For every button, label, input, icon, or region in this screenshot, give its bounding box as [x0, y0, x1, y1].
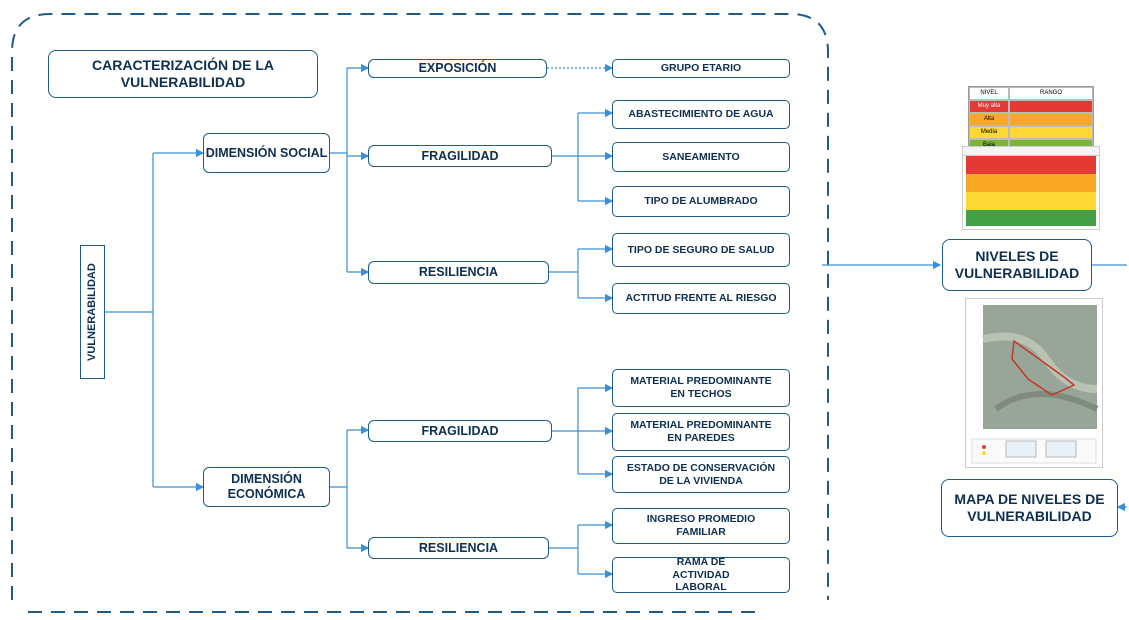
- node-param-grupo-etario: GRUPO ETARIO: [612, 59, 790, 78]
- param-label: MATERIAL PREDOMINANTE EN TECHOS: [630, 375, 772, 400]
- node-param-actitud-frente-riesgo: ACTITUD FRENTE AL RIESGO: [612, 283, 790, 314]
- node-param-tipo-seguro-salud: TIPO DE SEGURO DE SALUD: [612, 233, 790, 267]
- factor-label: RESILIENCIA: [418, 540, 499, 555]
- node-factor-resiliencia-social: RESILIENCIA: [368, 261, 549, 284]
- param-label: ABASTECIMIENTO DE AGUA: [628, 108, 774, 121]
- node-param-saneamiento: SANEAMIENTO: [612, 142, 790, 172]
- param-label: ACTITUD FRENTE AL RIESGO: [625, 292, 777, 305]
- node-param-estado-conservacion: ESTADO DE CONSERVACIÓN DE LA VIVIENDA: [612, 456, 790, 493]
- factor-label: FRAGILIDAD: [421, 423, 499, 438]
- node-param-ingreso-promedio: INGRESO PROMEDIO FAMILIAR: [612, 508, 790, 544]
- param-label: GRUPO ETARIO: [660, 62, 742, 75]
- param-label: SANEAMIENTO: [662, 150, 740, 163]
- level-row-muy-alta: Muy alta: [969, 100, 1009, 113]
- node-dimension-economica: DIMENSIÓN ECONÓMICA: [203, 467, 330, 507]
- node-factor-fragilidad-economica: FRAGILIDAD: [368, 420, 552, 442]
- node-niveles-vulnerabilidad: NIVELES DE VULNERABILIDAD: [942, 239, 1092, 291]
- level-row-alta: Alta: [969, 113, 1009, 126]
- node-factor-resiliencia-economica: RESILIENCIA: [368, 537, 549, 559]
- factor-label: EXPOSICIÓN: [418, 61, 497, 75]
- node-param-abastecimiento-agua: ABASTECIMIENTO DE AGUA: [612, 100, 790, 129]
- param-label: INGRESO PROMEDIO FAMILIAR: [646, 513, 756, 538]
- node-mapa-niveles: MAPA DE NIVELES DE VULNERABILIDAD: [941, 479, 1118, 537]
- niveles-label: NIVELES DE VULNERABILIDAD: [954, 248, 1080, 281]
- map-image: [971, 305, 1099, 464]
- param-label: RAMA DE ACTIVIDAD LABORAL: [672, 556, 730, 594]
- root-label: VULNERABILIDAD: [85, 263, 98, 361]
- node-factor-fragilidad-social: FRAGILIDAD: [368, 145, 552, 167]
- factor-label: RESILIENCIA: [418, 265, 499, 279]
- node-param-tipo-alumbrado: TIPO DE ALUMBRADO: [612, 186, 790, 217]
- param-label: TIPO DE SEGURO DE SALUD: [627, 243, 775, 256]
- diagram-title-box: CARACTERIZACIÓN DE LA VULNERABILIDAD: [48, 50, 318, 98]
- stratification-table-thumbnail: [962, 146, 1100, 230]
- node-param-material-techos: MATERIAL PREDOMINANTE EN TECHOS: [612, 369, 790, 407]
- level-row-media: Media: [969, 126, 1009, 139]
- node-factor-exposicion: EXPOSICIÓN: [368, 59, 547, 78]
- node-param-material-paredes: MATERIAL PREDOMINANTE EN PAREDES: [612, 413, 790, 451]
- levels-table-thumbnail: NIVEL RANGO Muy alta Alta Media Baja: [968, 86, 1094, 153]
- dimension-economica-label: DIMENSIÓN ECONÓMICA: [227, 472, 306, 501]
- map-thumbnail: [965, 298, 1103, 468]
- factor-label: FRAGILIDAD: [421, 148, 499, 163]
- param-label: MATERIAL PREDOMINANTE EN PAREDES: [630, 419, 772, 444]
- dashed-frame: [11, 13, 829, 600]
- param-label: ESTADO DE CONSERVACIÓN DE LA VIVIENDA: [626, 461, 776, 487]
- level-row-media-range: [1009, 126, 1093, 139]
- root-node-vulnerabilidad: VULNERABILIDAD: [80, 245, 105, 379]
- node-param-rama-actividad: RAMA DE ACTIVIDAD LABORAL: [612, 556, 790, 594]
- levels-table-header: NIVEL: [969, 87, 1009, 100]
- levels-table-header: RANGO: [1009, 87, 1093, 100]
- param-label: TIPO DE ALUMBRADO: [644, 195, 758, 208]
- diagram-title: CARACTERIZACIÓN DE LA VULNERABILIDAD: [92, 57, 274, 90]
- level-row-muy-alta-range: [1009, 100, 1093, 113]
- mapa-label: MAPA DE NIVELES DE VULNERABILIDAD: [954, 491, 1105, 524]
- node-dimension-social: DIMENSIÓN SOCIAL: [203, 133, 330, 173]
- dimension-social-label: DIMENSIÓN SOCIAL: [205, 145, 328, 160]
- level-row-alta-range: [1009, 113, 1093, 126]
